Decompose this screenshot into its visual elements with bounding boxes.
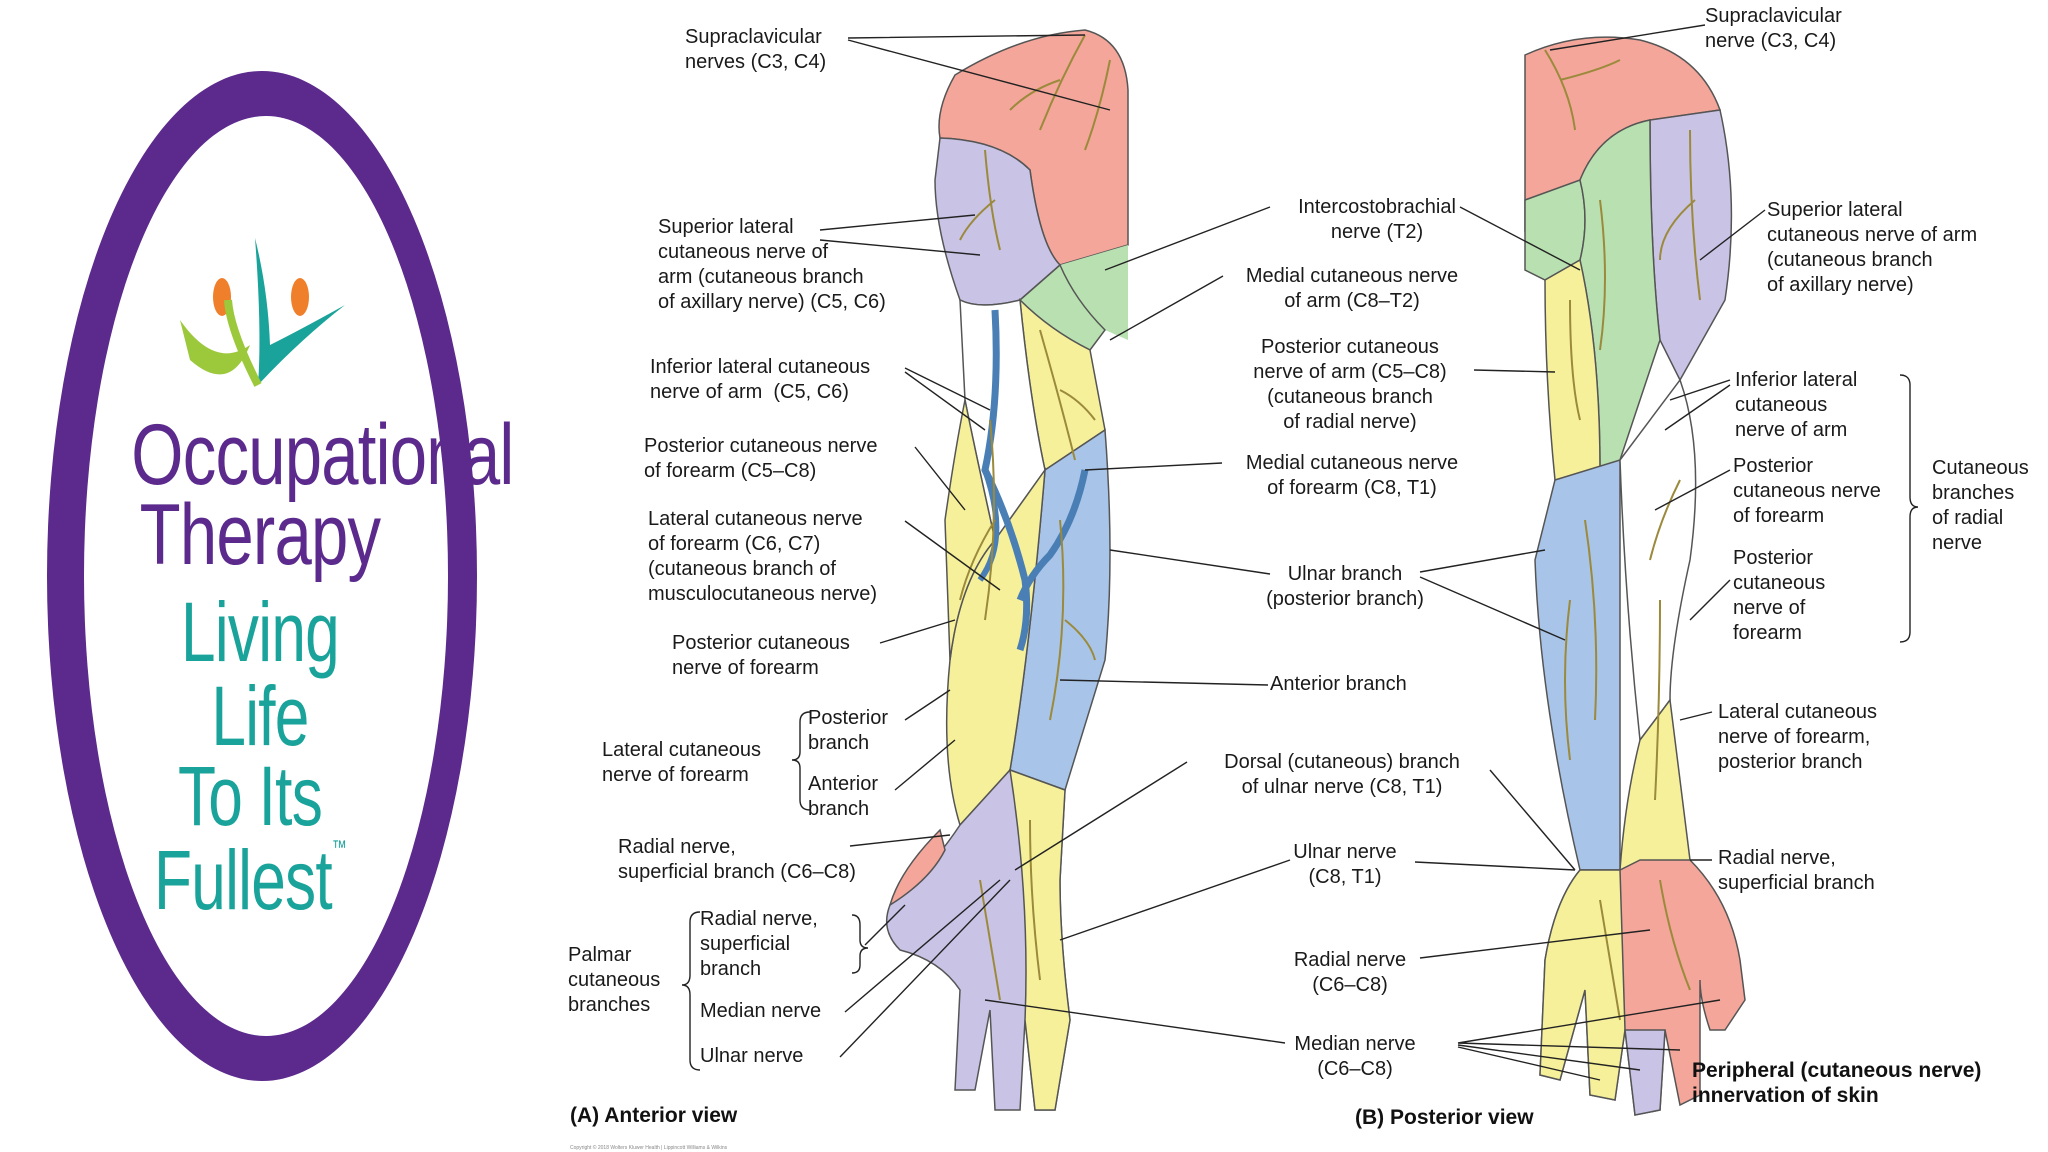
label-radial-nerve-c6c8: Radial nerve (C6–C8) [1293, 949, 1407, 996]
label-palmar-radial-superficial: Radial nerve, superficial branch [700, 908, 818, 980]
label-posterior-cutaneous-forearm-c5c8: Posterior cutaneous nerve of forearm (C5… [644, 435, 878, 482]
label-lateral-cutaneous-forearm: Lateral cutaneous nerve of forearm [602, 739, 762, 786]
label-inferior-lateral-cutaneous-arm: Inferior lateral cutaneous nerve of arm … [650, 356, 871, 403]
label-posterior-cutaneous-forearm-a: Posterior cutaneous nerve of forearm [1733, 455, 1881, 527]
label-medial-cutaneous-arm: Medial cutaneous nerve of arm (C8–T2) [1245, 265, 1459, 312]
label-anterior-branch-center: Anterior branch [1270, 673, 1407, 695]
label-palmar-ulnar-nerve: Ulnar nerve [700, 1045, 804, 1067]
label-ulnar-posterior-branch: Ulnar branch (posterior branch) [1266, 563, 1424, 610]
caption-posterior-view: (B) Posterior view [1355, 1106, 1534, 1129]
label-lateral-cutaneous-posterior-branch: Lateral cutaneous nerve of forearm, post… [1718, 701, 1878, 773]
label-palmar-cutaneous-branches: Palmar cutaneous branches [568, 944, 661, 1016]
copyright-line: Copyright © 2018 Wolters Kluwer Health |… [570, 1145, 728, 1151]
figures-icon [180, 238, 345, 387]
label-intercostobrachial: Intercostobrachial nerve (T2) [1298, 196, 1456, 243]
caption-anterior-view: (A) Anterior view [570, 1104, 738, 1127]
label-superior-lateral-cutaneous-arm: Superior lateral cutaneous nerve of arm … [658, 216, 886, 313]
label-radial-superficial-c6c8: Radial nerve, superficial branch (C6–C8) [618, 836, 856, 883]
logo-fullest-text: To Its Fullest [154, 749, 333, 927]
logo-line-therapy: Therapy [139, 487, 381, 583]
label-medial-cutaneous-forearm: Medial cutaneous nerve of forearm (C8, T… [1245, 452, 1459, 499]
label-median-nerve-c6c8: Median nerve (C6–C8) [1294, 1033, 1416, 1080]
label-radial-superficial-posterior: Radial nerve, superficial branch [1718, 847, 1875, 894]
posterior-arm [1524, 36, 1746, 1116]
ot-logo-graphic [47, 71, 477, 1081]
label-supraclavicular-nerves: Supraclavicular nerves (C3, C4) [685, 26, 827, 73]
logo-line-living-life: Living Life [181, 585, 340, 763]
label-anterior-branch: Anterior branch [808, 773, 879, 820]
label-supraclavicular-nerve-posterior: Supraclavicular nerve (C3, C4) [1705, 5, 1842, 52]
logo-line-fullest: To Its Fullest™ [128, 754, 372, 922]
label-cutaneous-branches-radial: Cutaneous branches of radial nerve [1932, 457, 2029, 554]
label-posterior-cutaneous-forearm-b: Posterior cutaneous nerve of forearm [1733, 547, 1826, 644]
logo-inner-disc [84, 116, 448, 1036]
label-palmar-median-nerve: Median nerve [700, 1000, 822, 1022]
label-lateral-cutaneous-forearm-c6c7: Lateral cutaneous nerve of forearm (C6, … [648, 508, 878, 605]
label-posterior-cutaneous-arm: Posterior cutaneous nerve of arm (C5–C8)… [1253, 336, 1447, 433]
label-superior-lateral-posterior: Superior lateral cutaneous nerve of arm … [1767, 199, 1978, 296]
label-dorsal-branch-ulnar: Dorsal (cutaneous) branch of ulnar nerve… [1224, 751, 1460, 798]
figure-title: Peripheral (cutaneous nerve) innervation… [1692, 1059, 1982, 1107]
label-posterior-cutaneous-forearm: Posterior cutaneous nerve of forearm [672, 632, 850, 679]
trademark-mark: ™ [331, 837, 347, 859]
label-inferior-lateral-posterior: Inferior lateral cutaneous nerve of arm [1735, 369, 1858, 441]
anterior-arm [885, 29, 1129, 1111]
label-ulnar-nerve-c8t1: Ulnar nerve (C8, T1) [1293, 841, 1397, 888]
label-posterior-branch: Posterior branch [808, 707, 889, 754]
